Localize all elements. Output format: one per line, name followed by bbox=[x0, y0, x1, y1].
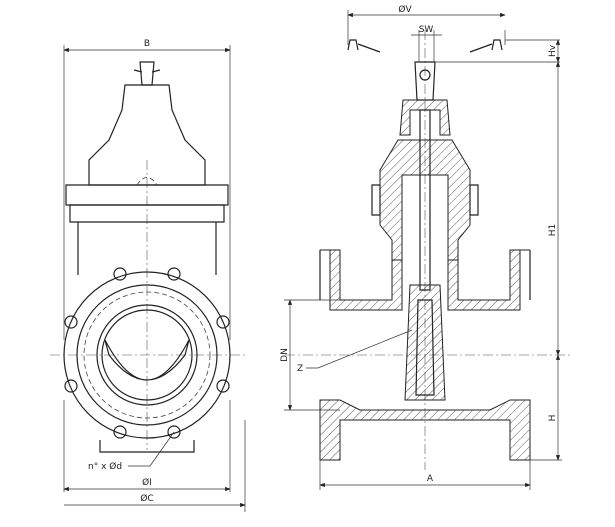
dimension-SW: SW bbox=[411, 25, 442, 62]
label-phi-C: ØC bbox=[140, 493, 153, 504]
dimension-Z: Z bbox=[297, 329, 413, 374]
section-view bbox=[285, 30, 570, 470]
label-DN: DN bbox=[280, 348, 290, 362]
dimension-bolt-holes: n° x Ød bbox=[88, 431, 175, 472]
front-view bbox=[50, 61, 245, 453]
dimension-phi-I: ØI bbox=[63, 400, 231, 492]
dimension-A: A bbox=[319, 460, 531, 490]
dimension-Hv: Hv bbox=[435, 39, 561, 63]
dimension-H: H bbox=[530, 354, 562, 461]
label-phi-V: ØV bbox=[398, 4, 412, 15]
label-SW: SW bbox=[419, 25, 434, 35]
dimension-DN: DN bbox=[280, 299, 340, 411]
label-Z: Z bbox=[297, 364, 303, 374]
bolt-holes bbox=[64, 267, 230, 439]
label-A: A bbox=[427, 474, 434, 484]
dimension-B: B bbox=[63, 39, 231, 340]
label-H1: H1 bbox=[548, 224, 558, 237]
label-Hv: Hv bbox=[548, 44, 558, 57]
dimension-H1: H1 bbox=[548, 61, 561, 356]
dimension-phi-V: ØV bbox=[347, 4, 506, 45]
label-bolt-holes: n° x Ød bbox=[88, 461, 122, 472]
label-B: B bbox=[144, 39, 150, 49]
label-H: H bbox=[548, 415, 558, 422]
dimension-phi-C: ØC bbox=[64, 420, 246, 512]
label-phi-I: ØI bbox=[142, 477, 152, 488]
